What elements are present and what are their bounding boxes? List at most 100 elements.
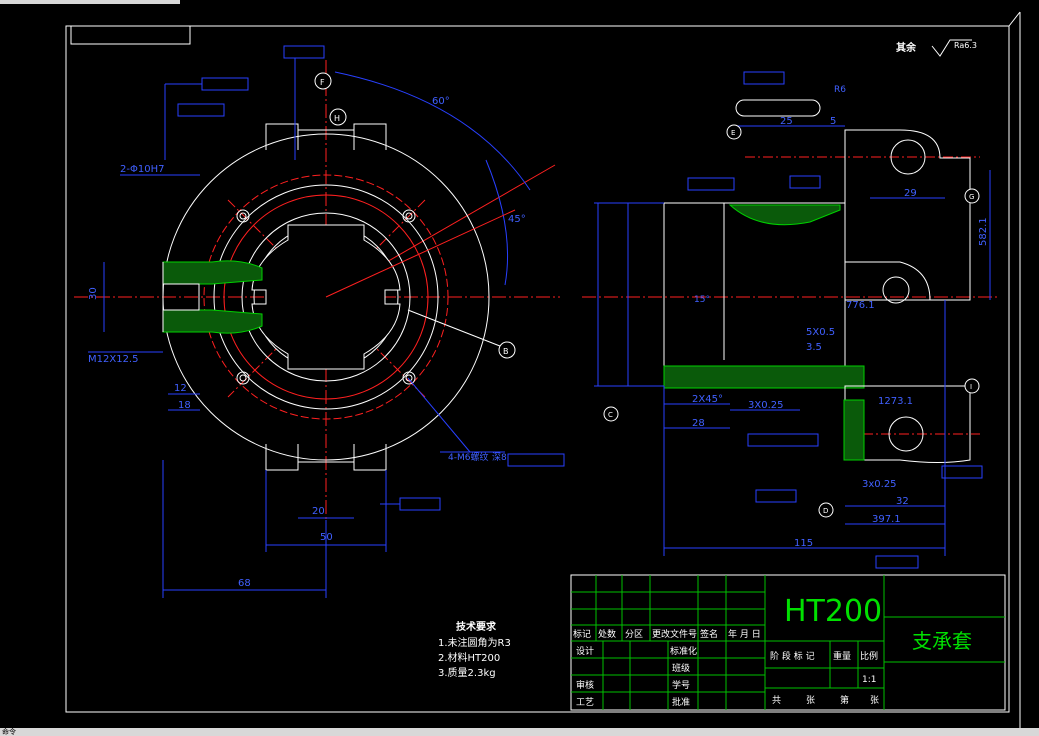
cell-no: 第 <box>840 694 849 706</box>
tech-req-item-3: 3.质量2.3kg <box>438 667 496 679</box>
tol-frame-5 <box>507 453 565 467</box>
dim-holes: 2-Φ10H7 <box>120 164 164 175</box>
balloon-b-label: B <box>503 347 509 356</box>
body-outline <box>663 202 846 387</box>
dim-5x05: 5X0.5 <box>806 327 835 338</box>
balloon-d-label: D <box>823 507 828 515</box>
tol-frame-3 <box>177 103 225 117</box>
cell-weight: 重量 <box>833 650 851 662</box>
title-block-border <box>570 574 1006 711</box>
cell-stage: 阶 段 标 记 <box>770 650 815 662</box>
rev-header-doc: 更改文件号 <box>652 628 697 640</box>
balloon-h-label: H <box>334 114 340 123</box>
hole-tr <box>402 209 416 223</box>
status-text: 命令 <box>2 728 16 736</box>
hole-tl <box>236 209 250 223</box>
dim-25: 25 <box>780 116 793 127</box>
roughness-label: 其余 <box>896 41 917 54</box>
cell-ratio: 比例 <box>860 650 878 662</box>
flange-bottom-hatch <box>843 399 865 461</box>
dim-582: 582.1 <box>978 217 989 246</box>
rev-header-mark: 标记 <box>573 628 591 640</box>
dim-776: 776.1 <box>846 300 875 311</box>
flange-top <box>844 129 971 301</box>
balloon-g <box>964 188 980 204</box>
balloon-i-label: I <box>970 383 972 391</box>
dim-115: 115 <box>794 538 813 549</box>
bottom-lug <box>265 444 387 471</box>
flange-mid <box>845 261 931 301</box>
part-name: 支承套 <box>912 629 972 653</box>
rev-header-date: 年 月 日 <box>728 628 761 640</box>
corner-label-box <box>70 25 191 45</box>
dim-30: 30 <box>88 287 99 300</box>
cell-scale: 1:1 <box>862 675 876 685</box>
title-block: HT200 支承套 标记 处数 分区 更改文件号 签名 年 月 日 设计 标准化… <box>570 574 1006 711</box>
balloon-b <box>498 341 516 359</box>
hole-bl-inner <box>239 374 247 382</box>
cell-sheets: 张 <box>806 695 815 706</box>
cell-total: 共 <box>772 695 781 706</box>
flange-bottom <box>844 385 971 463</box>
dim-15deg: 15° <box>694 295 710 305</box>
ring-circle-outer <box>213 184 439 410</box>
balloon-c <box>603 406 619 422</box>
balloon-i <box>964 378 980 394</box>
cell-sheets-2: 张 <box>870 695 879 706</box>
balloon-e-label: E <box>731 129 735 137</box>
dim-2x45: 2X45° <box>692 394 723 405</box>
dim-60: 60° <box>432 96 450 107</box>
balloon-e <box>726 124 742 140</box>
thread-bore <box>162 283 200 311</box>
material-text: HT200 <box>784 594 882 629</box>
tol-frame-r7 <box>875 555 919 569</box>
dim-5: 5 <box>830 116 836 127</box>
tol-frame-r6 <box>941 465 983 479</box>
dim-bolt-holes: 4-M6螺纹 <box>448 451 488 463</box>
tech-req-title: 技术要求 <box>456 620 497 633</box>
roughness-value: Ra6.3 <box>954 41 977 50</box>
hole-bl <box>236 371 250 385</box>
balloon-f-label: F <box>320 78 325 87</box>
dim-depth: 深8 <box>492 452 507 463</box>
thread-hatch-bottom <box>162 309 263 334</box>
dim-20: 20 <box>312 506 325 517</box>
dim-35: 3.5 <box>806 342 822 353</box>
roughness-symbol <box>931 39 972 57</box>
hole-tl-inner <box>239 212 247 220</box>
hole-br <box>402 371 416 385</box>
balloon-g-label: G <box>969 193 974 201</box>
tol-frame-r5 <box>755 489 797 503</box>
hole-br-inner <box>405 374 413 382</box>
dim-12: 12 <box>174 383 187 394</box>
dim-45: 45° <box>508 214 526 225</box>
dim-3x025b: 3x0.25 <box>862 479 897 490</box>
angle-45-arc <box>485 159 509 286</box>
status-bar: 命令 <box>0 728 1039 736</box>
dim-1273: 1273.1 <box>878 396 913 407</box>
balloon-c-label: C <box>608 411 613 419</box>
dim-18: 18 <box>178 400 191 411</box>
tol-frame-2 <box>201 77 249 91</box>
frame-corner-line <box>1008 11 1021 27</box>
row-approve: 批准 <box>672 696 690 708</box>
tol-frame-r2 <box>687 177 735 191</box>
angle-60-arc <box>334 71 531 191</box>
balloon-f <box>314 72 332 90</box>
dim-29: 29 <box>904 188 917 199</box>
bolt-leader <box>407 377 471 453</box>
cell-class: 班级 <box>672 662 690 674</box>
cell-student-no: 学号 <box>672 679 690 691</box>
dim-r6: R6 <box>834 85 846 95</box>
tech-req-item-1: 1.未注圆角为R3 <box>438 636 511 649</box>
row-review: 审核 <box>576 679 594 691</box>
bolt-circle <box>203 174 449 420</box>
flange-hole-mid <box>882 276 910 304</box>
top-lug <box>265 123 387 150</box>
dim-397: 397.1 <box>872 514 901 525</box>
top-section-hatch <box>728 204 841 226</box>
dim-28: 28 <box>692 418 705 429</box>
tol-frame-4 <box>399 497 441 511</box>
dim-32: 32 <box>896 496 909 507</box>
